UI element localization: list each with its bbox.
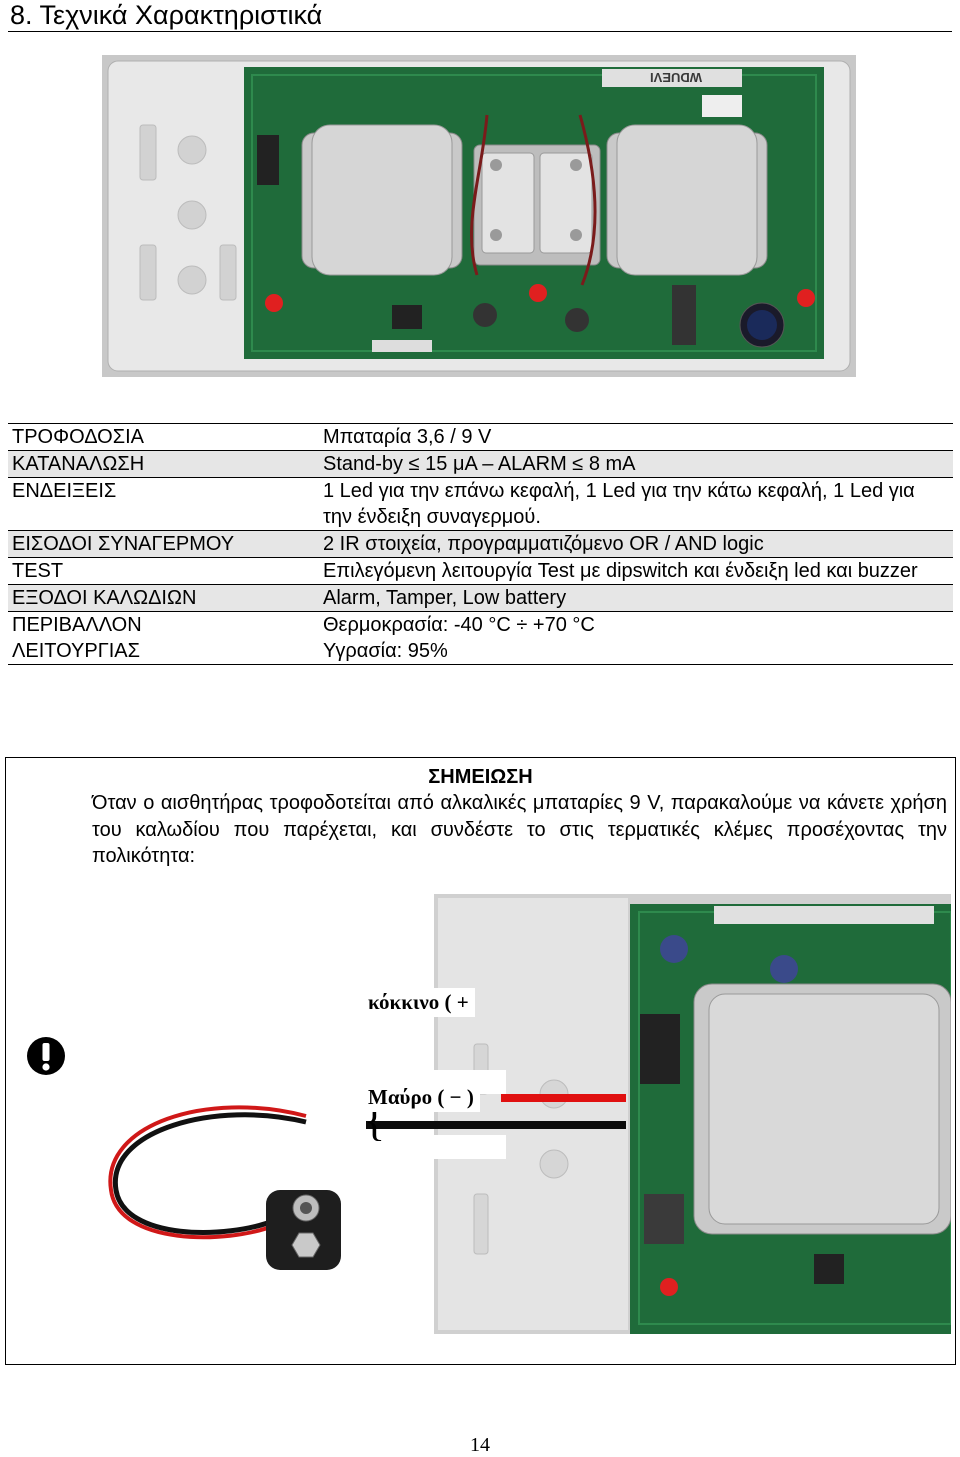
spec-value: Μπαταρία 3,6 / 9 V <box>323 426 492 448</box>
exclamation-icon <box>27 1037 65 1075</box>
spec-value: Alarm, Tamper, Low battery <box>323 587 567 609</box>
black-wire-label: Μαύρο ( − ) <box>362 1083 480 1112</box>
note-box: ΣΗΜΕΙΩΣΗ Όταν ο αισθητήρας τροφοδοτείται… <box>5 757 956 1365</box>
spec-row-power: ΤΡΟΦΟΔΟΣΙΑ Μπαταρία 3,6 / 9 V <box>8 423 953 451</box>
spec-label-line1: ΠΕΡΙΒΑΛΛΟΝ <box>12 614 142 636</box>
spec-label: ΠΕΡΙΒΑΛΛΟΝ ΛΕΙΤΟΥΡΓΙΑΣ <box>12 612 142 664</box>
spec-row-test: TEST Επιλεγόμενη λειτουργία Test με dips… <box>8 558 953 585</box>
spec-value: Stand-by ≤ 15 μA – ALARM ≤ 8 mA <box>323 453 636 475</box>
spec-value: Θερμοκρασία: -40 °C ÷ +70 °C Υγρασία: 95… <box>323 612 953 664</box>
spec-row-alarm-inputs: ΕΙΣΟΔΟΙ ΣΥΝΑΓΕΡΜΟΥ 2 IR στοιχεία, προγρα… <box>8 531 953 558</box>
spec-value: Επιλεγόμενη λειτουργία Test με dipswitch… <box>323 560 918 582</box>
spec-row-outputs: ΕΞΟΔΟΙ ΚΑΛΩΔΙΩΝ Alarm, Tamper, Low batte… <box>8 585 953 612</box>
spec-value-line1: Θερμοκρασία: -40 °C ÷ +70 °C <box>323 614 595 636</box>
spec-label: ΕΞΟΔΟΙ ΚΑΛΩΔΙΩΝ <box>12 587 197 609</box>
red-wire-label: κόκκινο ( + <box>362 988 475 1017</box>
spec-row-indicators: ΕΝΔΕΙΞΕΙΣ 1 Led για την επάνω κεφαλή, 1 … <box>8 478 953 531</box>
title-rule <box>8 31 952 32</box>
board-brand: WDUEVI <box>650 70 702 85</box>
spec-row-environment: ΠΕΡΙΒΑΛΛΟΝ ΛΕΙΤΟΥΡΓΙΑΣ Θερμοκρασία: -40 … <box>8 612 953 665</box>
specs-table: ΤΡΟΦΟΔΟΣΙΑ Μπαταρία 3,6 / 9 V ΚΑΤΑΝΑΛΩΣΗ… <box>8 423 953 665</box>
terminal-block-photo <box>434 894 951 1334</box>
spec-label: ΤΡΟΦΟΔΟΣΙΑ <box>12 426 144 448</box>
pcb-photo: WDUEVI <box>102 55 856 377</box>
spec-label-line2: ΛΕΙΤΟΥΡΓΙΑΣ <box>12 640 140 662</box>
page-number: 14 <box>470 1434 490 1456</box>
note-text: Όταν ο αισθητήρας τροφοδοτείται από αλκα… <box>92 792 947 867</box>
spec-value-line2: Υγρασία: 95% <box>323 640 448 662</box>
spec-value: 2 IR στοιχεία, προγραμματιζόμενο OR / AN… <box>323 533 764 555</box>
note-title: ΣΗΜΕΙΩΣΗ <box>428 766 533 788</box>
spec-value: 1 Led για την επάνω κεφαλή, 1 Led για τη… <box>323 480 915 528</box>
battery-snap-connector: { <box>108 1070 626 1270</box>
spec-label: TEST <box>12 560 64 582</box>
section-title: 8. Τεχνικά Χαρακτηριστικά <box>10 0 323 30</box>
spec-label: ΕΝΔΕΙΞΕΙΣ <box>12 480 117 502</box>
spec-row-consumption: ΚΑΤΑΝΑΛΩΣΗ Stand-by ≤ 15 μA – ALARM ≤ 8 … <box>8 451 953 478</box>
spec-label: ΕΙΣΟΔΟΙ ΣΥΝΑΓΕΡΜΟΥ <box>12 533 235 555</box>
spec-label: ΚΑΤΑΝΑΛΩΣΗ <box>12 453 145 475</box>
